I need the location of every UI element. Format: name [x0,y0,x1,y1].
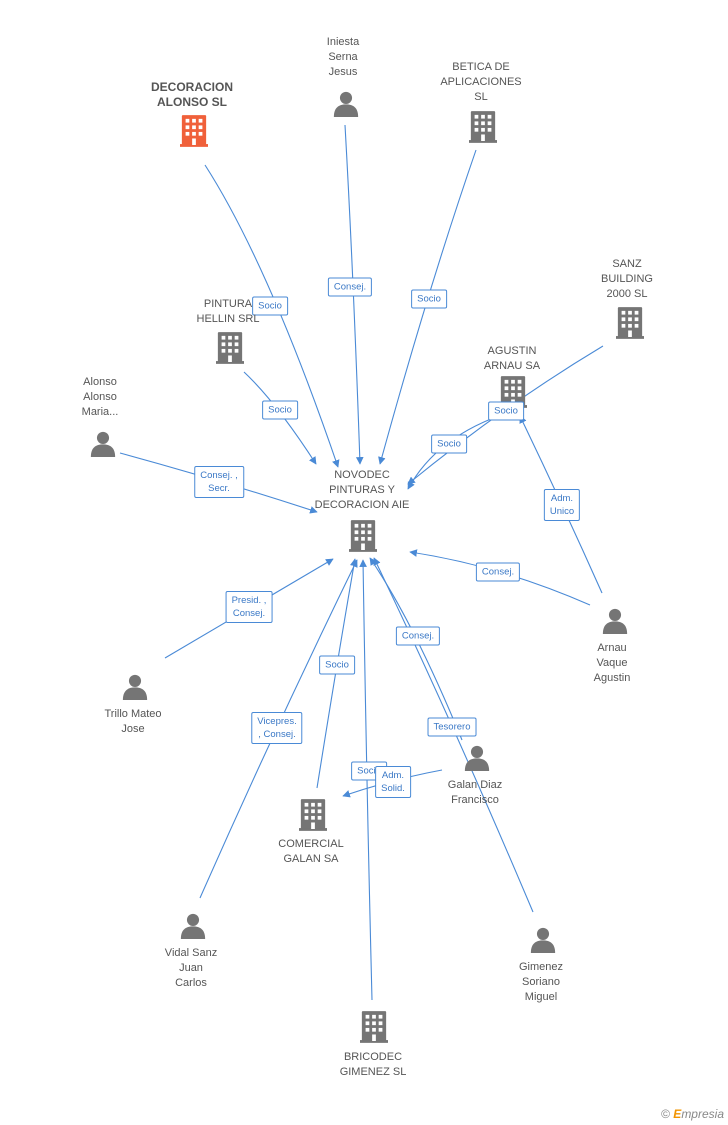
edge-label[interactable]: Socio [431,434,467,454]
node-label-pintura[interactable]: PINTURA HELLIN SRL [196,298,260,325]
node-label-alonso[interactable]: Alonso Alonso Maria... [81,376,119,418]
node-label-vidal[interactable]: Vidal Sanz Juan Carlos [164,947,218,989]
person-icon[interactable] [122,674,148,700]
node-label-betica[interactable]: BETICA DE APLICACIONES SL [440,61,522,103]
edge-label[interactable]: Tesorero [427,717,477,737]
node-label-sanz[interactable]: SANZ BUILDING 2000 SL [601,258,653,300]
edge-label[interactable]: Socio [319,655,355,675]
edge-label[interactable]: Vicepres. , Consej. [251,712,303,744]
node-label-iniesta[interactable]: Iniesta Serna Jesus [326,36,360,78]
building-icon[interactable] [469,111,497,143]
person-icon[interactable] [464,745,490,771]
edges-layer [119,124,604,1001]
person-icon[interactable] [333,91,359,117]
node-label-bricodec[interactable]: BRICODEC GIMENEZ SL [339,1051,407,1078]
edge-label[interactable]: Consej. [327,277,373,297]
building-icon[interactable] [349,520,377,552]
brand-letter: E [673,1107,682,1121]
edge-line [204,164,340,468]
building-icon[interactable] [616,307,644,339]
edge-line [369,557,463,741]
building-icon[interactable] [216,332,244,364]
node-label-galan[interactable]: Galan Diaz Francisco [447,779,503,806]
edge-label[interactable]: Socio [262,400,298,420]
brand-name: mpresia [681,1107,724,1121]
node-label-novodec[interactable]: NOVODEC PINTURAS Y DECORACION AIE [314,469,410,511]
person-icon[interactable] [180,913,206,939]
person-icon[interactable] [602,608,628,634]
edge-label[interactable]: Consej. [395,626,441,646]
edge-label[interactable]: Adm. Solid. [375,766,411,798]
node-label-trillo[interactable]: Trillo Mateo Jose [104,708,162,735]
edge-label[interactable]: Socio [252,296,288,316]
person-icon[interactable] [90,431,116,457]
edge-label[interactable]: Presid. , Consej. [225,591,273,623]
brand-logo: © Empresia [661,1107,724,1121]
edge-label[interactable]: Adm. Unico [543,489,581,521]
nodes-layer [90,91,644,1043]
edge-label[interactable]: Consej. [475,562,521,582]
building-icon[interactable] [299,799,327,831]
node-label-agustin[interactable]: AGUSTIN ARNAU SA [483,345,541,372]
building-icon[interactable] [360,1011,388,1043]
edge-label[interactable]: Socio [488,401,524,421]
edge-label[interactable]: Socio [411,289,447,309]
building-icon[interactable] [180,115,208,147]
node-label-gimenez[interactable]: Gimenez Soriano Miguel [518,961,564,1003]
person-icon[interactable] [530,927,556,953]
node-label-comercial[interactable]: COMERCIAL GALAN SA [278,838,344,865]
node-label-arnau[interactable]: Arnau Vaque Agustin [593,642,631,684]
copyright-symbol: © [661,1107,670,1121]
edge-label[interactable]: Consej. , Secr. [194,466,244,498]
node-label-decoracion[interactable]: DECORACION ALONSO SL [150,80,234,109]
